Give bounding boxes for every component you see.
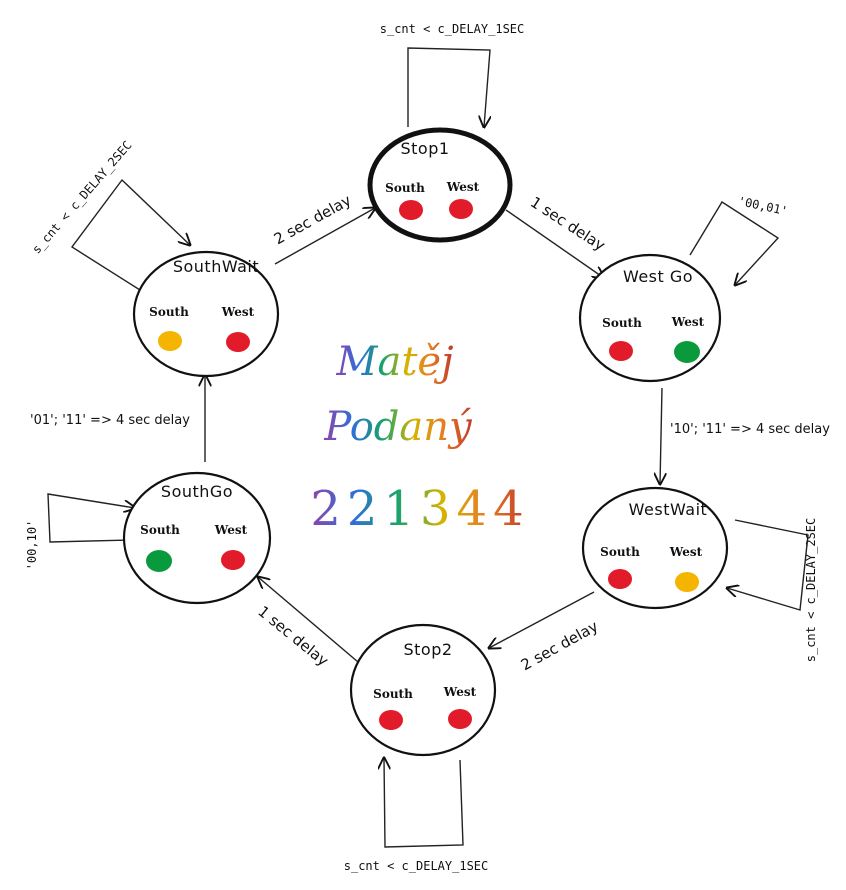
state-title: SouthGo [161,482,233,501]
transition-stop1-westgo: 1 sec delay [505,193,609,278]
state-westgo: West Go South West [578,253,722,383]
self-loop-southgo: '00,10' [25,493,135,571]
transition-southgo-southwait: '01'; '11' => 4 sec delay [30,375,205,462]
self-loop-stop2: s_cnt < c_DELAY_1SEC [344,758,489,873]
self-loop-stop1-label: s_cnt < c_DELAY_1SEC [380,22,525,36]
state-title: WestWait [629,500,708,519]
west-label: West [214,523,248,537]
signature-line-1: Matěj [336,339,454,385]
self-loop-stop1: s_cnt < c_DELAY_1SEC [380,22,525,127]
state-stop2: Stop2 South West [349,623,497,757]
self-loop-westwait-label: s_cnt < c_DELAY_2SEC [804,518,818,663]
transition-stop2-southgo: 1 sec delay [254,577,359,670]
south-light-icon [399,200,423,220]
south-label: South [140,523,180,537]
south-light-icon [158,331,182,351]
transition-westgo-westwait: '10'; '11' => 4 sec delay [660,387,830,484]
transition-label: '01'; '11' => 4 sec delay [30,413,190,428]
south-label: South [602,316,642,330]
west-light-icon [674,341,700,363]
self-loop-westwait: s_cnt < c_DELAY_2SEC [727,518,818,663]
state-southwait: SouthWait South West [132,250,280,378]
transition-label: 1 sec delay [527,193,608,255]
self-loop-westgo-label: '00,01' [737,194,789,218]
transition-label: 2 sec delay [271,191,354,248]
state-title: SouthWait [173,257,259,276]
west-light-icon [221,550,245,570]
south-label: South [373,687,413,701]
signature-line-2: Podaný [323,404,473,450]
state-title: West Go [623,267,693,286]
state-stop1: Stop1 South West [367,127,513,243]
self-loop-stop2-label: s_cnt < c_DELAY_1SEC [344,859,489,873]
transition-westwait-stop2: 2 sec delay [489,591,601,674]
self-loop-southwait-label: s_cnt < c_DELAY_2SEC [29,138,134,256]
south-label: South [600,545,640,559]
west-label: West [446,180,480,194]
transition-southwait-stop1: 2 sec delay [271,191,375,265]
state-title: Stop2 [403,640,452,659]
south-label: South [385,181,425,195]
south-label: South [149,305,189,319]
south-light-icon [146,550,172,572]
west-label: West [669,545,703,559]
south-light-icon [609,341,633,361]
west-light-icon [675,572,699,592]
transition-label: '10'; '11' => 4 sec delay [670,422,830,437]
south-light-icon [379,710,403,730]
state-westwait: WestWait South West [581,486,729,610]
signature-line-3: 221344 [310,481,529,537]
state-title: Stop1 [400,139,449,158]
west-light-icon [449,199,473,219]
west-light-icon [226,332,250,352]
state-southgo: SouthGo South West [122,471,272,605]
west-label: West [221,305,255,319]
south-light-icon [608,569,632,589]
self-loop-westgo: '00,01' [689,194,789,285]
west-light-icon [448,709,472,729]
west-label: West [443,685,477,699]
transition-label: 1 sec delay [254,602,332,670]
self-loop-southgo-label: '00,10' [25,520,39,571]
west-label: West [671,315,705,329]
signature: Matěj Podaný 221344 [310,339,529,537]
